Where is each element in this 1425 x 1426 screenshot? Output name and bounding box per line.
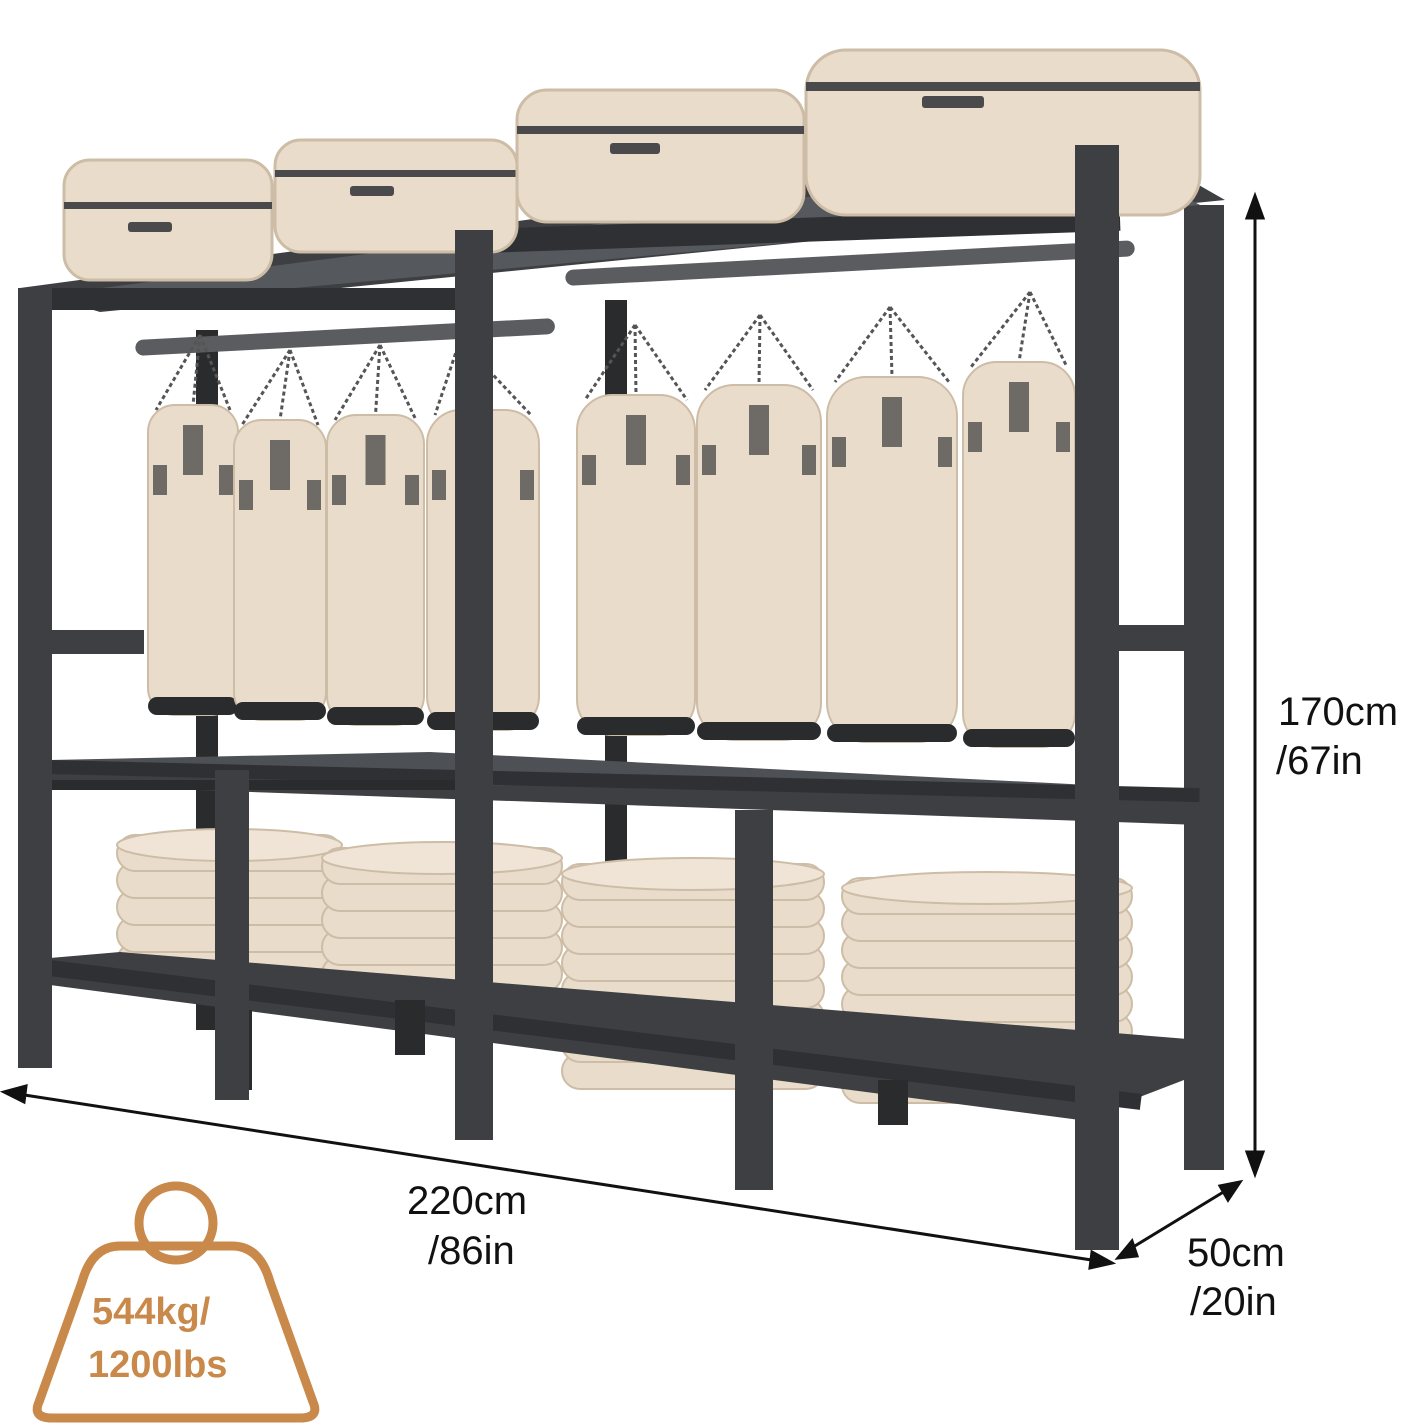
depth-arrow bbox=[1114, 1179, 1244, 1260]
width-arrow bbox=[0, 1083, 1117, 1270]
suitcase bbox=[515, 88, 806, 224]
height-cm-label: 170cm bbox=[1278, 690, 1399, 734]
middle-shelf bbox=[49, 752, 1200, 825]
depth-cm-label: 50cm bbox=[1187, 1231, 1285, 1275]
punching-bag bbox=[696, 314, 822, 741]
suitcase bbox=[62, 158, 274, 282]
punching-bag bbox=[326, 344, 425, 726]
punching-bags bbox=[147, 291, 1076, 748]
height-in-label: /67in bbox=[1276, 739, 1363, 783]
weight-icon bbox=[32, 1181, 320, 1423]
punching-bag bbox=[576, 324, 696, 736]
load-lbs-label: 1200lbs bbox=[88, 1344, 228, 1386]
width-cm-label: 220cm bbox=[407, 1179, 528, 1223]
load-kg-label: 544kg/ bbox=[92, 1291, 211, 1333]
punching-bag bbox=[233, 349, 327, 721]
punching-bag bbox=[147, 334, 239, 716]
height-arrow bbox=[1244, 191, 1266, 1179]
rack-front-frame bbox=[18, 145, 1189, 1250]
width-in-label: /86in bbox=[428, 1229, 515, 1273]
depth-in-label: /20in bbox=[1190, 1280, 1277, 1324]
suitcase bbox=[804, 48, 1202, 217]
punching-bag bbox=[826, 306, 958, 743]
punching-bag bbox=[962, 291, 1076, 748]
